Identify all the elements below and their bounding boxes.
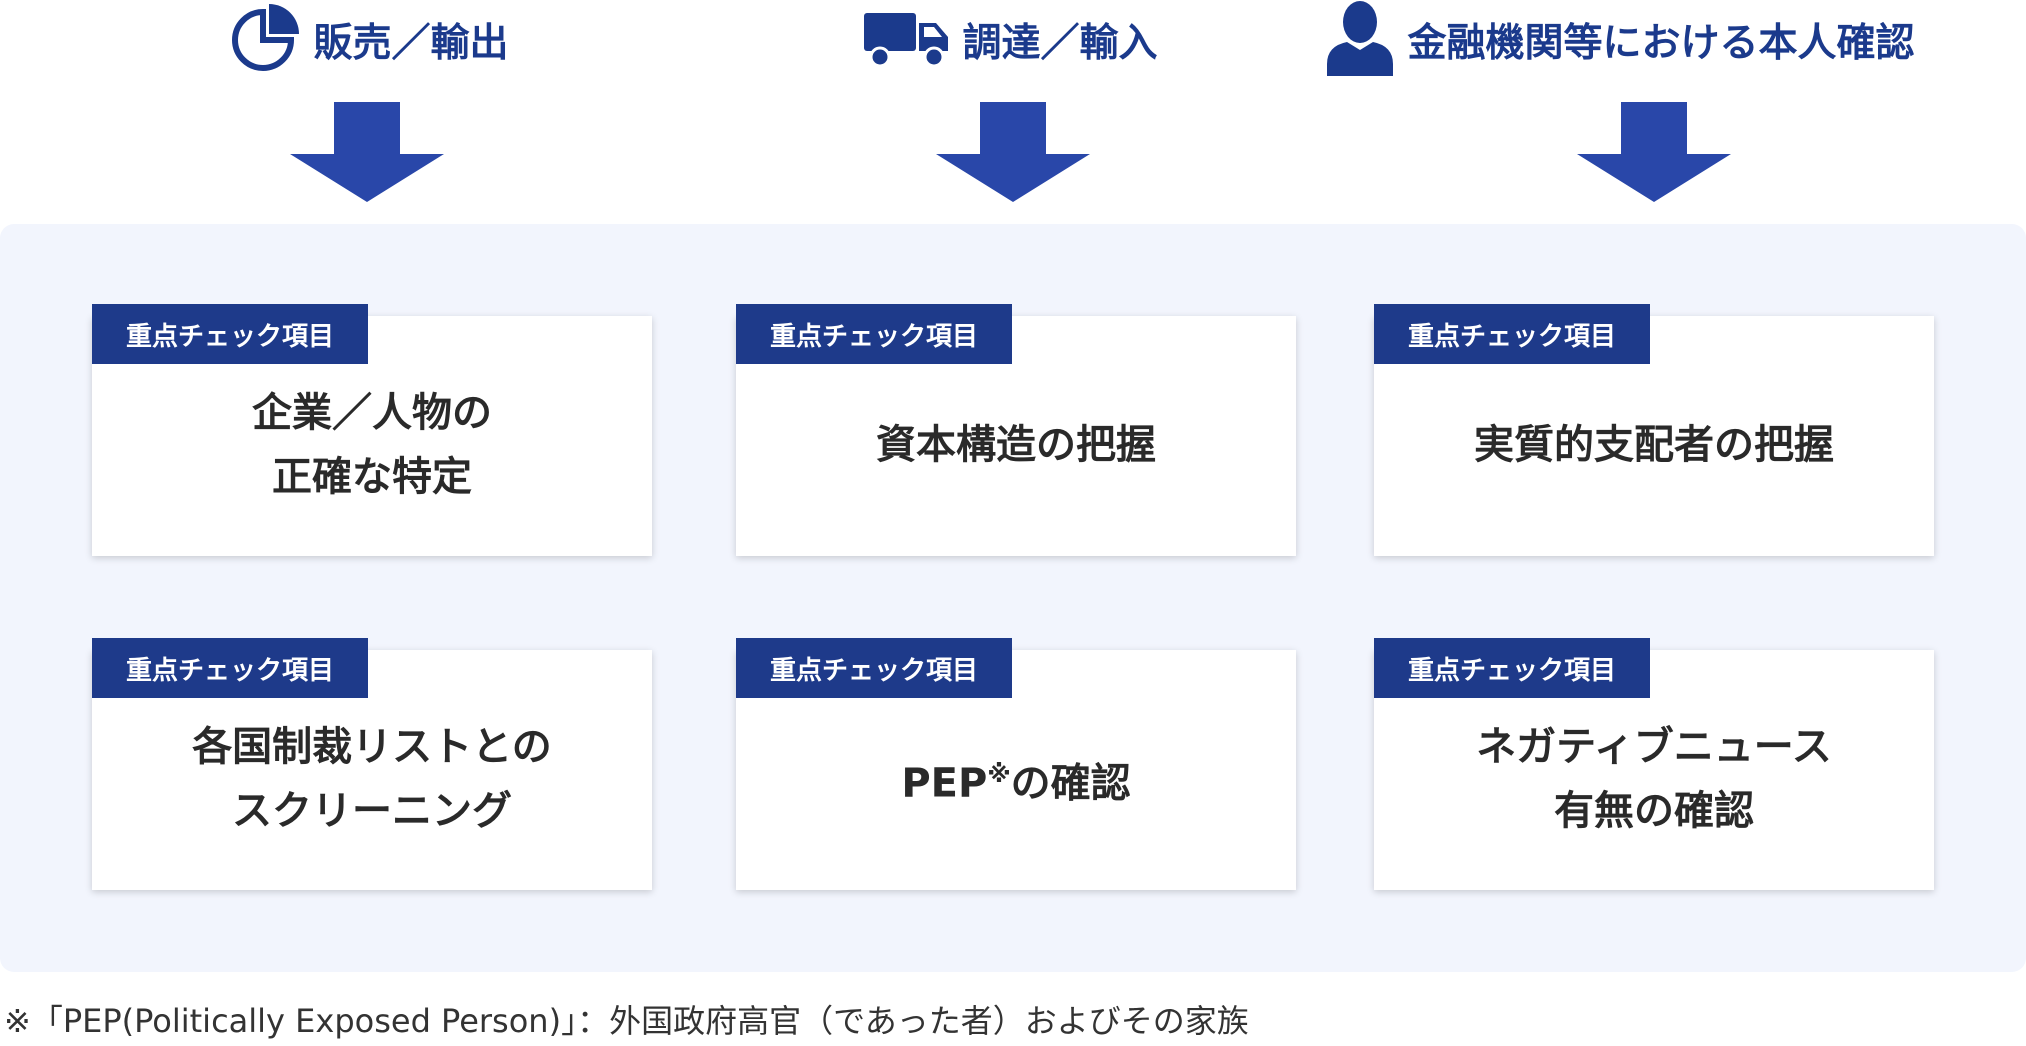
- check-card-entity-identification: 重点チェック項目 企業／人物の 正確な特定: [92, 304, 652, 556]
- column-title: 調達／輸入: [962, 21, 1158, 66]
- check-card-beneficial-owner: 重点チェック項目 実質的支配者の把握: [1374, 304, 1934, 556]
- down-arrow-icon: [936, 102, 1090, 202]
- down-arrow-icon: [290, 102, 444, 202]
- check-card-capital-structure: 重点チェック項目 資本構造の把握: [736, 304, 1296, 556]
- card-text: 実質的支配者の把握: [1474, 422, 1834, 468]
- column-header-kyc: 金融機関等における本人確認: [1290, 0, 1950, 80]
- card-text: 資本構造の把握: [876, 422, 1156, 468]
- truck-icon: [862, 7, 950, 73]
- footnote-mark: ※: [987, 760, 1011, 789]
- check-item-tag: 重点チェック項目: [92, 638, 368, 698]
- pep-label: PEP: [901, 760, 988, 807]
- person-icon: [1325, 0, 1395, 80]
- check-item-tag: 重点チェック項目: [1374, 638, 1650, 698]
- check-item-tag: 重点チェック項目: [736, 304, 1012, 364]
- down-arrow-icon: [1577, 102, 1731, 202]
- card-text: PEP※の確認: [901, 724, 1130, 815]
- footnote: ※「PEP(Politically Exposed Person)」：外国政府高…: [4, 1002, 1249, 1040]
- column-header-procurement-import: 調達／輸入: [770, 0, 1250, 80]
- check-item-tag: 重点チェック項目: [736, 638, 1012, 698]
- column-title: 販売／輸出: [313, 21, 509, 66]
- column-title: 金融機関等における本人確認: [1407, 21, 1915, 66]
- column-header-sales-export: 販売／輸出: [130, 0, 610, 80]
- card-text: 各国制裁リストとの スクリーニング: [192, 724, 552, 834]
- card-text: 企業／人物の 正確な特定: [252, 390, 492, 500]
- card-text: ネガティブニュース 有無の確認: [1476, 724, 1832, 834]
- check-card-pep: 重点チェック項目 PEP※の確認: [736, 638, 1296, 890]
- pep-suffix: の確認: [1010, 760, 1131, 807]
- check-item-tag: 重点チェック項目: [1374, 304, 1650, 364]
- pie-chart-icon: [231, 2, 301, 78]
- check-item-tag: 重点チェック項目: [92, 304, 368, 364]
- check-card-negative-news: 重点チェック項目 ネガティブニュース 有無の確認: [1374, 638, 1934, 890]
- check-card-sanctions-screening: 重点チェック項目 各国制裁リストとの スクリーニング: [92, 638, 652, 890]
